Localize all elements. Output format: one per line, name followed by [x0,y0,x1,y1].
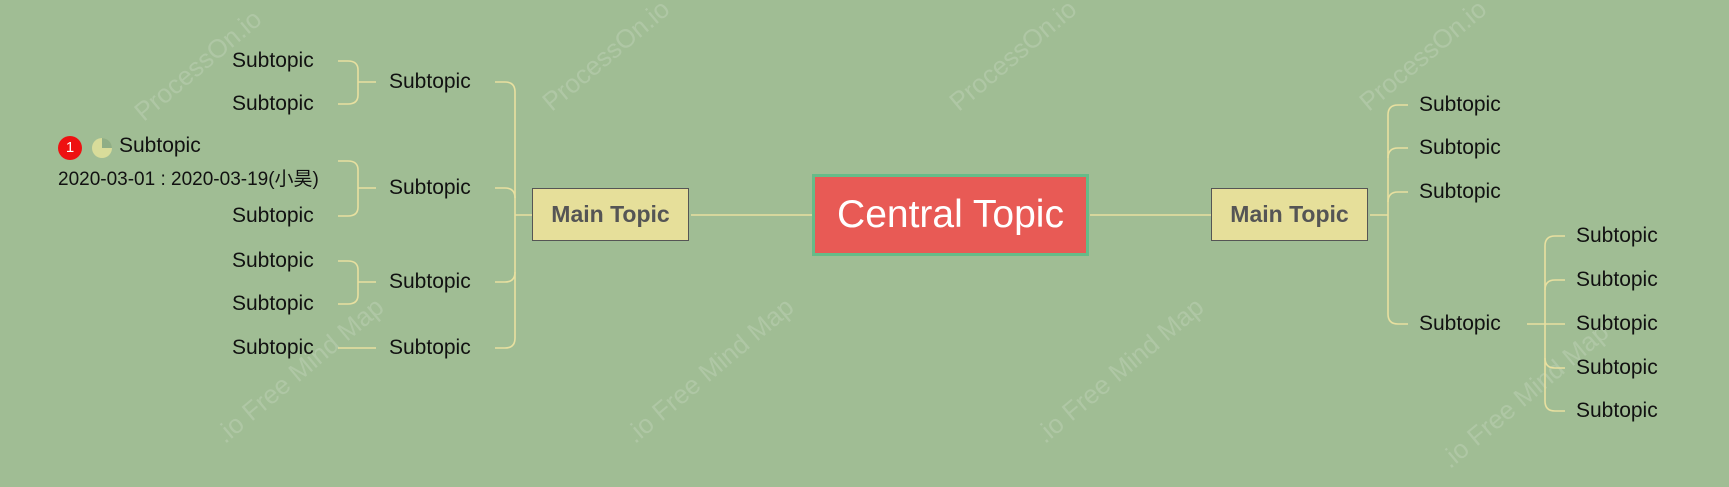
subtopic[interactable]: Subtopic [232,49,314,72]
subtopic[interactable]: Subtopic [389,336,471,359]
subtopic[interactable]: Subtopic [1419,93,1501,116]
subtopic[interactable]: Subtopic [1576,224,1658,247]
subtopic[interactable]: Subtopic [232,292,314,315]
subtopic[interactable]: Subtopic [1419,180,1501,203]
date-range: 2020-03-01 : 2020-03-19(小昊) [58,169,319,190]
subtopic[interactable]: Subtopic [389,270,471,293]
subtopic[interactable]: Subtopic [232,92,314,115]
subtopic[interactable]: Subtopic [1576,312,1658,335]
main-topic-label: Main Topic [551,201,670,227]
main-topic-right[interactable]: Main Topic [1211,188,1368,241]
central-topic-label: Central Topic [837,193,1064,236]
subtopic: Subtopic [119,134,201,157]
subtopic[interactable]: Subtopic [232,336,314,359]
subtopic[interactable]: Subtopic [232,249,314,272]
subtopic[interactable]: Subtopic [389,70,471,93]
priority-1-icon: 1 [58,136,82,160]
progress-quarter-icon [92,138,112,158]
subtopic[interactable]: Subtopic [1576,268,1658,291]
main-topic-label: Main Topic [1230,201,1349,227]
annotated-subtopic[interactable]: 1 Subtopic 2020-03-01 : 2020-03-19(小昊) [58,133,348,191]
subtopic[interactable]: Subtopic [1419,312,1501,335]
main-topic-left[interactable]: Main Topic [532,188,689,241]
central-topic[interactable]: Central Topic [812,174,1089,256]
subtopic[interactable]: Subtopic [232,204,314,227]
subtopic[interactable]: Subtopic [1419,136,1501,159]
subtopic[interactable]: Subtopic [389,176,471,199]
subtopic[interactable]: Subtopic [1576,356,1658,379]
subtopic[interactable]: Subtopic [1576,399,1658,422]
